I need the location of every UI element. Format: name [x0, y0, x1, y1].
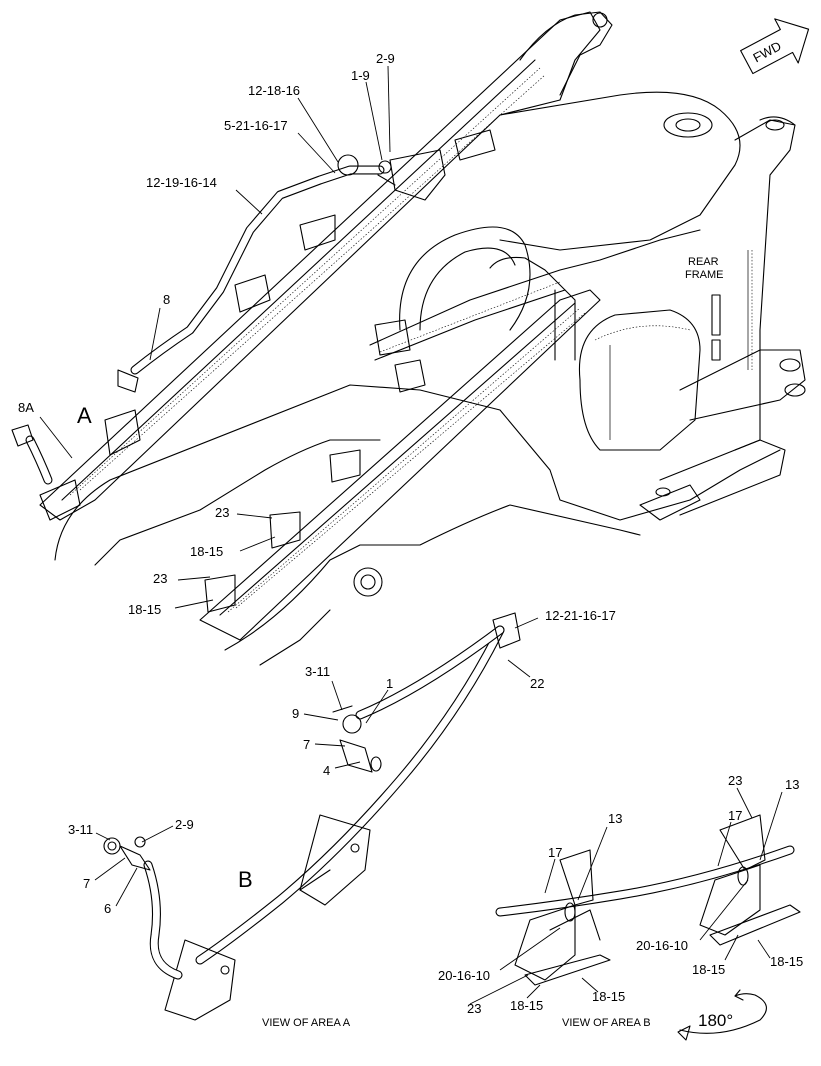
callout-20-16-10-r: 20-16-10: [636, 938, 688, 953]
callout-18-15-r2: 18-15: [770, 954, 803, 969]
area-marker-b: B: [238, 867, 253, 892]
callout-18-15-l2: 18-15: [592, 989, 625, 1004]
callout-17-r: 17: [728, 808, 742, 823]
callout-13-r: 13: [785, 777, 799, 792]
callout-13-mid: 13: [608, 811, 622, 826]
callout-7-top: 7: [303, 737, 310, 752]
callout-12-21-16-17: 12-21-16-17: [545, 608, 616, 623]
view-area-b-caption: VIEW OF AREA B: [562, 1017, 651, 1029]
rear-frame-drawing: [11, 11, 806, 666]
callout-2-9-low: 2-9: [175, 817, 194, 832]
callout-9: 9: [292, 706, 299, 721]
callout-8: 8: [163, 292, 170, 307]
rotation-label: 180°: [698, 1011, 733, 1030]
forward-arrow-icon: FWD: [740, 18, 810, 75]
callout-1: 1: [386, 676, 393, 691]
callout-8a: 8A: [18, 400, 34, 415]
area-b-detail: [495, 814, 801, 1041]
callout-23-l: 23: [467, 1001, 481, 1016]
callout-17-l: 17: [548, 845, 562, 860]
callout-22: 22: [530, 676, 544, 691]
area-marker-a: A: [77, 403, 92, 428]
view-area-a-caption: VIEW OF AREA A: [262, 1017, 351, 1029]
callout-leaders: [39, 65, 783, 1005]
callout-1-9: 1-9: [351, 68, 370, 83]
callout-23-b: 23: [153, 571, 167, 586]
callout-3-11-low: 3-11: [68, 822, 93, 837]
callout-12-18-16: 12-18-16: [248, 83, 300, 98]
callout-6: 6: [104, 901, 111, 916]
callout-2-9-top: 2-9: [376, 51, 395, 66]
callout-18-15-r1: 18-15: [692, 962, 725, 977]
callout-18-15-b: 18-15: [128, 602, 161, 617]
area-a-detail: [103, 612, 521, 1021]
callout-20-16-10-l: 20-16-10: [438, 968, 490, 983]
callout-7-low: 7: [83, 876, 90, 891]
callout-23-a: 23: [215, 505, 229, 520]
callout-3-11-top: 3-11: [305, 664, 330, 679]
callout-23-r: 23: [728, 773, 742, 788]
callout-18-15-l1: 18-15: [510, 998, 543, 1013]
frame-label-line1: REAR: [688, 256, 719, 268]
callout-4: 4: [323, 763, 330, 778]
frame-label-line2: FRAME: [685, 269, 724, 281]
callout-12-19-16-14: 12-19-16-14: [146, 175, 217, 190]
callout-numbers: 2-9 1-9 12-18-16 5-21-16-17 12-19-16-14 …: [18, 51, 803, 1016]
callout-18-15-a: 18-15: [190, 544, 223, 559]
callout-5-21-16-17: 5-21-16-17: [224, 118, 288, 133]
